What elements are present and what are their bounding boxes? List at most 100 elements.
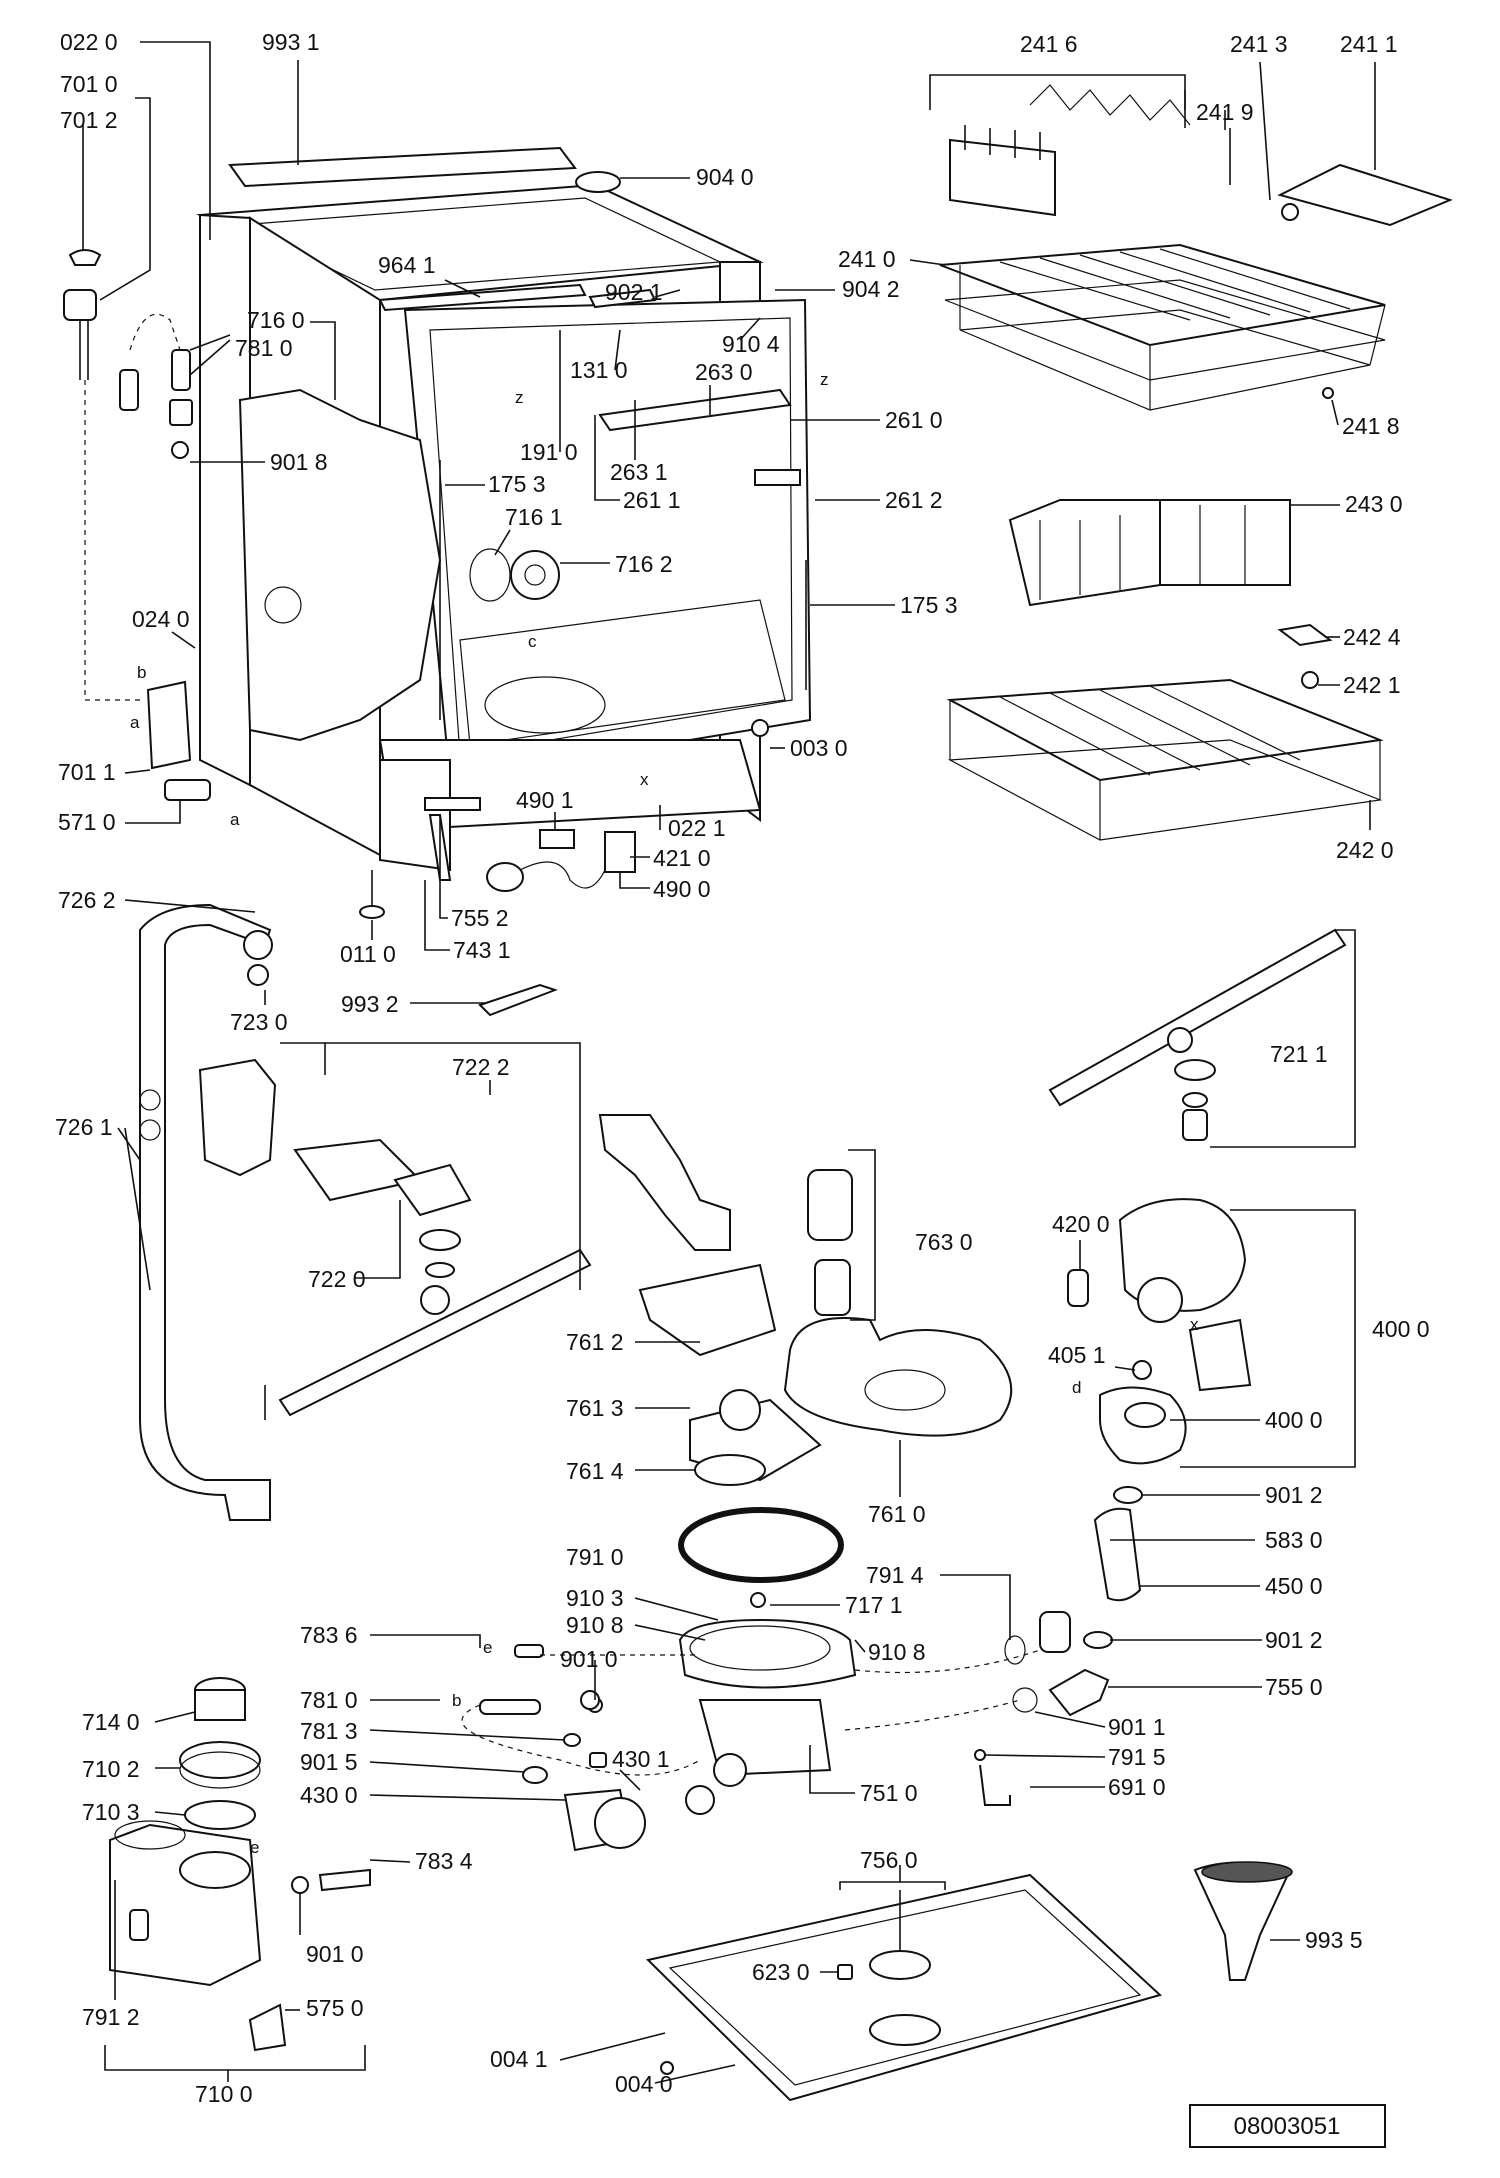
part-label-7560: 756 0	[860, 1847, 918, 1873]
heater-hose-drawing	[974, 1486, 1143, 1806]
part-label-7160: 716 0	[247, 307, 305, 333]
svg-text:b: b	[137, 663, 146, 682]
cutlery-basket-drawing	[1008, 499, 1291, 607]
part-label-7915: 791 5	[1108, 1744, 1166, 1770]
part-label-6910: 691 0	[1108, 1774, 1166, 1800]
part-label-2418: 241 8	[1342, 413, 1400, 439]
part-label-7161: 716 1	[505, 504, 563, 530]
part-label-7011: 701 1	[58, 759, 116, 785]
part-label-2630: 263 0	[695, 359, 753, 385]
part-label-9015: 901 5	[300, 1749, 358, 1775]
part-label-9021: 902 1	[605, 279, 663, 305]
part-label-7910: 791 0	[566, 1544, 624, 1570]
part-label-2610: 261 0	[885, 407, 943, 433]
part-label-9040: 904 0	[696, 164, 754, 190]
part-label-7012: 701 2	[60, 107, 118, 133]
part-label-2424: 242 4	[1343, 624, 1401, 650]
part-label-0220: 022 0	[60, 29, 118, 55]
part-label-9104: 910 4	[722, 331, 780, 357]
part-label-5750: 575 0	[306, 1995, 364, 2021]
svg-text:b: b	[452, 1691, 461, 1710]
part-label-4301: 430 1	[612, 1746, 670, 1772]
upper-basket-drawing	[939, 84, 1453, 411]
part-label-4000: 400 0	[1265, 1407, 1323, 1433]
part-label-7914: 791 4	[866, 1562, 924, 1588]
part-label-7100: 710 0	[195, 2081, 253, 2107]
part-label-7162: 716 2	[615, 551, 673, 577]
part-label-5830: 583 0	[1265, 1527, 1323, 1553]
cabinet-drawing: c x z z	[196, 146, 829, 872]
part-label-2416: 241 6	[1020, 31, 1078, 57]
part-label-9012: 901 2	[1265, 1627, 1323, 1653]
part-label-7813: 781 3	[300, 1718, 358, 1744]
part-label-0040: 004 0	[615, 2071, 673, 2097]
part-label-7262: 726 2	[58, 887, 116, 913]
part-label-0240: 024 0	[132, 606, 190, 632]
part-label-7211: 721 1	[1270, 1041, 1328, 1067]
part-label-0110: 011 0	[340, 941, 396, 967]
part-label-7610: 761 0	[868, 1501, 926, 1527]
svg-text:a: a	[130, 713, 140, 732]
water-softener-drawing: e	[109, 1677, 371, 2052]
riser-pipe-drawing	[139, 903, 273, 1521]
part-label-4901: 490 1	[516, 787, 574, 813]
part-label-7810: 781 0	[300, 1687, 358, 1713]
part-label-9931: 993 1	[262, 29, 320, 55]
part-label-1310: 131 0	[570, 357, 628, 383]
svg-text:d: d	[1072, 1378, 1081, 1397]
svg-text:z: z	[515, 388, 524, 407]
part-label-7010: 701 0	[60, 71, 118, 97]
part-label-9018: 901 8	[270, 449, 328, 475]
part-label-7230: 723 0	[230, 1009, 288, 1035]
svg-text:e: e	[250, 1838, 259, 1857]
part-label-2631: 263 1	[610, 459, 668, 485]
part-label-7103: 710 3	[82, 1799, 140, 1825]
leader-lines	[82, 41, 1376, 2084]
part-label-9932: 993 2	[341, 991, 399, 1017]
part-label-7834: 783 4	[415, 1848, 473, 1874]
part-label-2421: 242 1	[1343, 672, 1401, 698]
svg-text:x: x	[640, 770, 649, 789]
part-label-4900: 490 0	[653, 876, 711, 902]
wash-pump-drawing: d x	[1067, 1198, 1252, 1465]
part-label-1910: 191 0	[520, 439, 578, 465]
lower-spray-arm-drawing	[198, 1058, 592, 1417]
part-label-9103: 910 3	[566, 1585, 624, 1611]
lower-basket-drawing	[946, 623, 1384, 841]
part-label-7552: 755 2	[451, 905, 509, 931]
part-label-7810: 781 0	[235, 335, 293, 361]
part-label-0041: 004 1	[490, 2046, 548, 2072]
part-label-9042: 904 2	[842, 276, 900, 302]
part-label-9010: 901 0	[306, 1941, 364, 1967]
part-label-0030: 003 0	[790, 735, 848, 761]
drain-pump-drawing: e b	[452, 1638, 1041, 1852]
part-label-7431: 743 1	[453, 937, 511, 963]
part-label-2611: 261 1	[623, 487, 681, 513]
part-label-9011: 901 1	[1108, 1714, 1166, 1740]
part-label-4000: 400 0	[1372, 1316, 1430, 1342]
part-label-5710: 571 0	[58, 809, 116, 835]
part-label-2612: 261 2	[885, 487, 943, 513]
document-number: 08003051	[1234, 2113, 1341, 2140]
svg-text:z: z	[820, 370, 829, 389]
inlet-hose-drawing: b a a	[63, 249, 240, 829]
part-label-2411: 241 1	[1340, 31, 1398, 57]
part-label-9935: 993 5	[1305, 1927, 1363, 1953]
svg-text:e: e	[483, 1638, 492, 1657]
svg-text:a: a	[230, 810, 240, 829]
part-label-7630: 763 0	[915, 1229, 973, 1255]
upper-spray-arm-drawing	[1048, 928, 1347, 1141]
svg-text:x: x	[1190, 1315, 1199, 1334]
part-label-7222: 722 2	[452, 1054, 510, 1080]
part-label-7261: 726 1	[55, 1114, 113, 1140]
part-label-0221: 022 1	[668, 815, 726, 841]
part-label-4500: 450 0	[1265, 1573, 1323, 1599]
part-label-4051: 405 1	[1048, 1342, 1106, 1368]
base-tray-drawing	[645, 1861, 1293, 2102]
part-label-4210: 421 0	[653, 845, 711, 871]
part-label-7550: 755 0	[1265, 1674, 1323, 1700]
part-label-2410: 241 0	[838, 246, 896, 272]
